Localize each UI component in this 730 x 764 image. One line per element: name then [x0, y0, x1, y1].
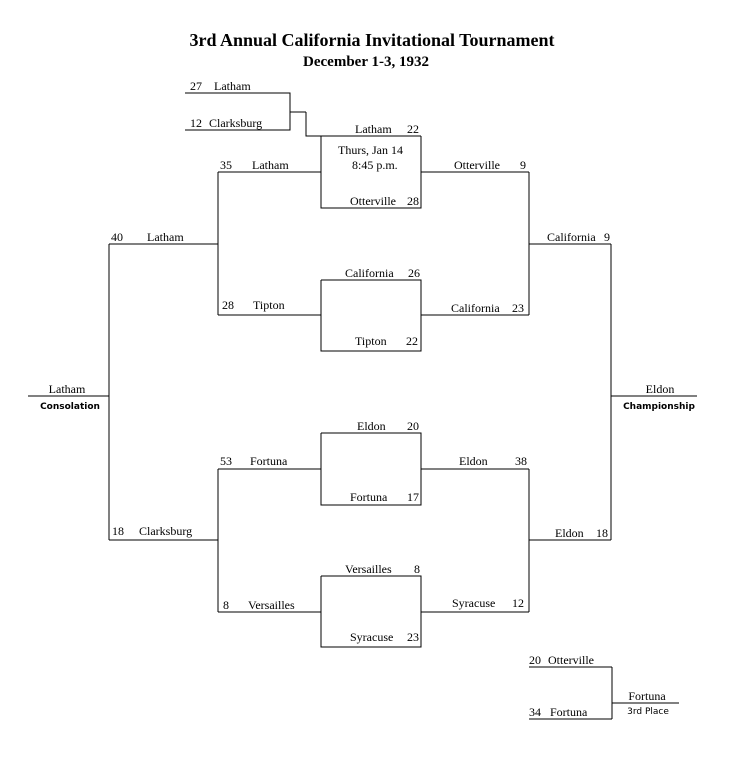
cons-final-team1: Latham	[147, 230, 184, 244]
game2-score1: 26	[408, 266, 420, 280]
game1-team1: Latham	[355, 122, 392, 136]
game3-box	[320, 432, 422, 506]
play-in-team2: Clarksburg	[209, 116, 262, 130]
champ-semi-bottom-team2: Syracuse	[452, 596, 495, 610]
cons-final-score2: 18	[112, 524, 124, 538]
cons-semi-bottom-score2: 8	[223, 598, 229, 612]
play-in-to-r1-line	[305, 112, 421, 137]
champ-final-team1: California	[547, 230, 596, 244]
bracket-title: 3rd Annual California Invitational Tourn…	[189, 30, 554, 50]
game4-team2: Syracuse	[350, 630, 393, 644]
game2-team2: Tipton	[355, 334, 387, 348]
third-place-winner: Fortuna	[628, 689, 666, 703]
game3-score2: 17	[407, 490, 419, 504]
champ-semi-top-team1: Otterville	[454, 158, 500, 172]
game-time-date: Thurs, Jan 14	[338, 143, 403, 157]
championship-bracket: Otterville 9 California 23 Eldon 38 Syra…	[421, 158, 697, 613]
play-in-score1: 27	[190, 79, 202, 93]
third-team2: Fortuna	[550, 705, 588, 719]
game4-score2: 23	[407, 630, 419, 644]
first-round-game-1: Latham 22 Thurs, Jan 14 8:45 p.m. Otterv…	[320, 122, 422, 209]
play-in-game: 27 Latham 12 Clarksburg	[185, 79, 421, 137]
game3-team1: Eldon	[357, 419, 386, 433]
game3-score1: 20	[407, 419, 419, 433]
third-score2: 34	[529, 705, 541, 719]
third-score1: 20	[529, 653, 541, 667]
game2-box	[320, 279, 422, 352]
champ-semi-top-score2: 23	[512, 301, 524, 315]
cons-semi-top-score1: 35	[220, 158, 232, 172]
game4-box	[320, 575, 422, 648]
consolation-winner: Latham	[49, 382, 86, 396]
game-time-hour: 8:45 p.m.	[352, 158, 398, 172]
game2-score2: 22	[406, 334, 418, 348]
cons-final-score1: 40	[111, 230, 123, 244]
cons-final-team2: Clarksburg	[139, 524, 192, 538]
game1-score1: 22	[407, 122, 419, 136]
champ-final-team2: Eldon	[555, 526, 584, 540]
game1-score2: 28	[407, 194, 419, 208]
cons-semi-top-score2: 28	[222, 298, 234, 312]
champ-final-score2: 18	[596, 526, 608, 540]
champ-semi-bottom-score1: 38	[515, 454, 527, 468]
cons-semi-bottom-team2: Versailles	[248, 598, 295, 612]
consolation-bracket: 35 Latham 28 Tipton 53 Fortuna 8 Versail…	[28, 158, 321, 613]
champ-semi-top-team2: California	[451, 301, 500, 315]
champ-semi-top-score1: 9	[520, 158, 526, 172]
champ-semi-bottom-team1: Eldon	[459, 454, 488, 468]
cons-semi-bottom-team1: Fortuna	[250, 454, 288, 468]
game3-team2: Fortuna	[350, 490, 388, 504]
third-team1: Otterville	[548, 653, 594, 667]
first-round-game-4: Versailles 8 Syracuse 23	[320, 562, 422, 648]
play-in-score2: 12	[190, 116, 202, 130]
play-in-team1: Latham	[214, 79, 251, 93]
cons-semi-top-team2: Tipton	[253, 298, 285, 312]
third-place-game: 20 Otterville 34 Fortuna Fortuna 3rd Pla…	[529, 653, 679, 720]
third-place-label: 3rd Place	[627, 707, 669, 717]
consolation-label: Consolation	[40, 402, 100, 412]
championship-label: Championship	[623, 402, 695, 412]
champ-semi-bottom-score2: 12	[512, 596, 524, 610]
cons-semi-top-team1: Latham	[252, 158, 289, 172]
championship-winner: Eldon	[646, 382, 675, 396]
bracket-subtitle: December 1-3, 1932	[303, 54, 429, 70]
first-round-game-2: California 26 Tipton 22	[320, 266, 422, 352]
champ-final-score1: 9	[604, 230, 610, 244]
game1-team2: Otterville	[350, 194, 396, 208]
game4-score1: 8	[414, 562, 420, 576]
game2-team1: California	[345, 266, 394, 280]
cons-semi-bottom-score1: 53	[220, 454, 232, 468]
game4-team1: Versailles	[345, 562, 392, 576]
first-round-game-3: Eldon 20 Fortuna 17	[320, 419, 422, 506]
